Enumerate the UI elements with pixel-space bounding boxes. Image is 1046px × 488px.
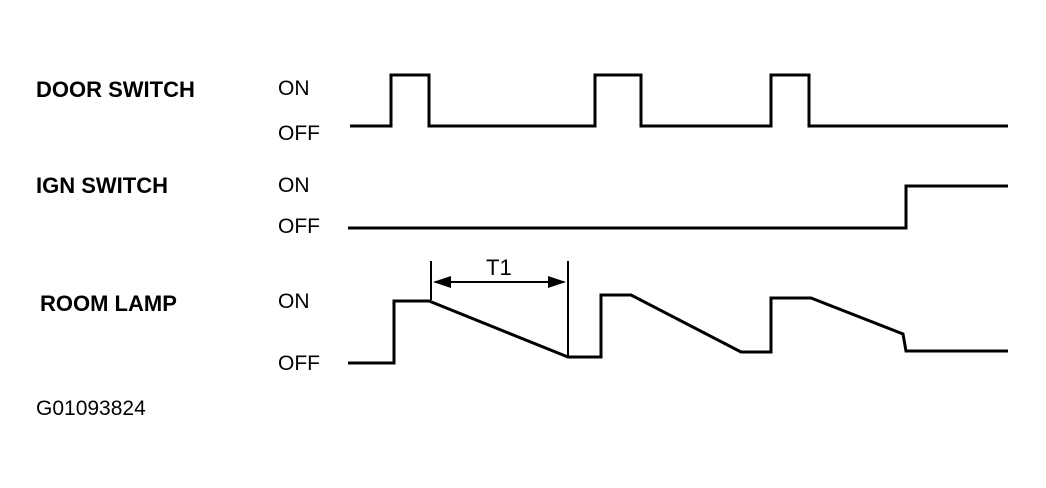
t1-label: T1 [486, 255, 512, 280]
door-switch-off-label: OFF [278, 122, 320, 145]
room-lamp-waveform [348, 293, 1008, 365]
ign-switch-label: IGN SWITCH [36, 173, 168, 198]
t1-left-arrow-icon [433, 276, 451, 288]
room-lamp-off-label: OFF [278, 352, 320, 375]
ign-switch-waveform [348, 184, 1008, 230]
ign-switch-off-label: OFF [278, 215, 320, 238]
t1-interval-marker: T1 [430, 255, 569, 358]
door-switch-on-label: ON [278, 77, 310, 100]
room-lamp-label: ROOM LAMP [40, 291, 177, 316]
t1-right-arrow-icon [548, 276, 566, 288]
figure-id: G01093824 [36, 397, 146, 420]
door-switch-waveform [350, 73, 1008, 128]
ign-switch-on-label: ON [278, 174, 310, 197]
room-lamp-on-label: ON [278, 290, 310, 313]
door-switch-label: DOOR SWITCH [36, 77, 195, 102]
